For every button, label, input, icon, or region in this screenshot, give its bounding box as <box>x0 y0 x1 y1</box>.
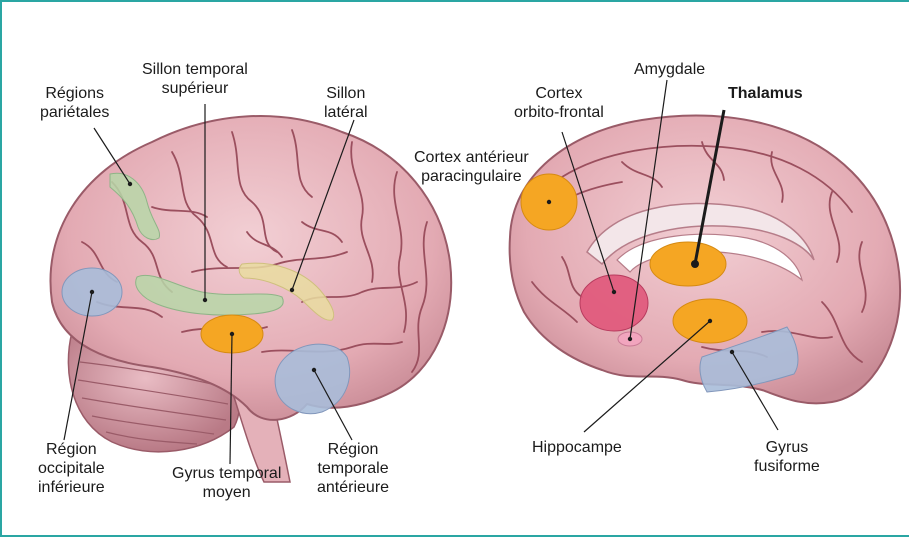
label-gyrus-temporal-moyen: Gyrus temporal moyen <box>172 464 281 502</box>
label-regions-parietales: Régions pariétales <box>40 84 109 122</box>
label-cortex-anterieur-paracingulaire: Cortex antérieur paracingulaire <box>414 148 529 186</box>
label-sillon-temporal-superieur: Sillon temporal supérieur <box>142 60 248 98</box>
label-cortex-orbito-frontal: Cortex orbito-frontal <box>514 84 604 122</box>
label-region-temporale-anterieure: Région temporale antérieure <box>317 440 389 497</box>
label-thalamus: Thalamus <box>728 84 803 103</box>
label-gyrus-fusiforme: Gyrus fusiforme <box>754 438 820 476</box>
label-amygdale: Amygdale <box>634 60 705 79</box>
medial-brain-view <box>510 80 900 432</box>
lateral-brain-view <box>50 104 451 482</box>
label-region-occipitale-inferieure: Région occipitale inférieure <box>38 440 105 497</box>
label-hippocampe: Hippocampe <box>532 438 622 457</box>
label-sillon-lateral: Sillon latéral <box>324 84 368 122</box>
region-thalamus-orange <box>650 242 726 286</box>
